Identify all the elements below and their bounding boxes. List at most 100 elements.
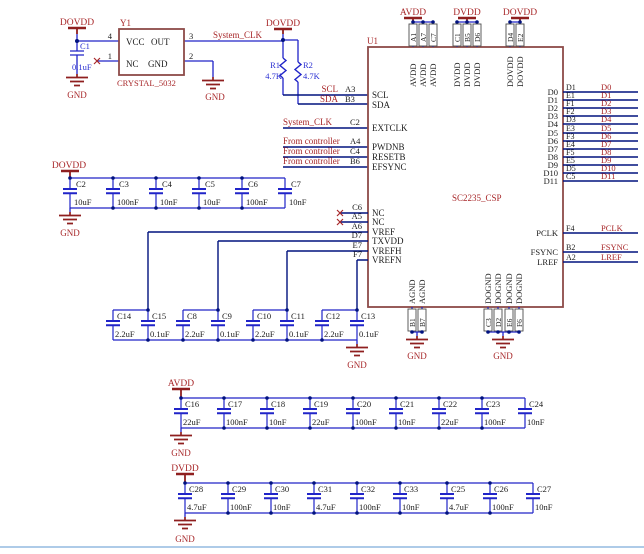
cap-ref: C25 bbox=[451, 484, 465, 494]
pin-number: F6 bbox=[515, 319, 524, 327]
cap-value: 2.2uF bbox=[255, 329, 275, 339]
gnd-symbol bbox=[58, 211, 82, 225]
pin-number: D6 bbox=[473, 33, 482, 42]
gnd-symbol bbox=[491, 335, 515, 349]
cap-ref: C17 bbox=[228, 399, 242, 409]
gnd-symbol bbox=[405, 335, 429, 349]
cap-ref: C6 bbox=[248, 179, 258, 189]
pin-name: D0 bbox=[548, 87, 558, 97]
net-label: D0 bbox=[601, 82, 611, 92]
cap-rails bbox=[70, 177, 285, 209]
pin-name: EXTCLK bbox=[372, 123, 408, 133]
gnd-symbol bbox=[173, 516, 197, 530]
net-label: D1 bbox=[601, 90, 611, 100]
junction-dot bbox=[75, 39, 79, 43]
cap-value: 0.1uF bbox=[72, 62, 92, 72]
pin-name: NC bbox=[372, 208, 385, 218]
bottom-junctions bbox=[410, 330, 521, 334]
cap-value: 22uF bbox=[312, 417, 330, 427]
pin-number: C5 bbox=[566, 172, 575, 181]
cap-ref: C14 bbox=[117, 311, 132, 321]
pin-name: VCC bbox=[126, 37, 145, 47]
chip-section: U1 SC2235_CSP SCL SDA EXTCLK PWDNB RESET… bbox=[147, 8, 638, 361]
cap-ref: C19 bbox=[314, 399, 328, 409]
pin-name: D8 bbox=[548, 152, 558, 162]
power-flag-label: DOVDD bbox=[60, 18, 94, 28]
pin-name: D9 bbox=[548, 160, 558, 170]
cap-value: 10nF bbox=[402, 502, 420, 512]
pin-name: D1 bbox=[548, 95, 558, 105]
pin-number: D5 bbox=[566, 164, 576, 173]
cap-ref: C22 bbox=[443, 399, 457, 409]
pin-number: A1 bbox=[409, 33, 418, 42]
net-label-system-clk: System_CLK bbox=[213, 30, 263, 40]
pin-name: D2 bbox=[548, 103, 558, 113]
net-label-from-controller: From controller bbox=[283, 136, 340, 146]
junction-dots bbox=[183, 481, 492, 515]
power-flag-label: DOVDD bbox=[266, 19, 300, 29]
cap-value: 10nF bbox=[273, 502, 291, 512]
pin-name: NC bbox=[372, 217, 385, 227]
pin-name: PCLK bbox=[536, 228, 559, 238]
pin-number: B1 bbox=[408, 318, 417, 327]
net-label: D10 bbox=[601, 163, 616, 173]
net-label-from-controller: From controller bbox=[283, 146, 340, 156]
pin-name: VREFN bbox=[372, 255, 402, 265]
pin-name: D6 bbox=[548, 136, 558, 146]
net-label: D11 bbox=[601, 171, 615, 181]
pin-name: SCL bbox=[372, 90, 389, 100]
cap-ref: C28 bbox=[189, 484, 203, 494]
pin-name: GND bbox=[148, 59, 168, 69]
pullup-wires bbox=[282, 34, 299, 104]
resistor-ref: R1 bbox=[270, 60, 280, 70]
pin-name: EFSYNC bbox=[372, 162, 407, 172]
cap-value: 100nF bbox=[246, 197, 268, 207]
cap-ref: C31 bbox=[318, 484, 332, 494]
bottom-pin-wires bbox=[411, 307, 520, 336]
net-label: D4 bbox=[601, 114, 612, 124]
dvdd-cap-bank: DVDD C28 4.7uF C29 100nF C30 10nF C31 4.… bbox=[171, 464, 552, 544]
control-inputs-section: System_CLK C2 From controller A4 From co… bbox=[283, 117, 368, 168]
cap-ref: C20 bbox=[357, 399, 371, 409]
gnd-label: GND bbox=[171, 448, 191, 458]
pin-number: A5 bbox=[352, 211, 362, 221]
pin-number: E4 bbox=[566, 140, 575, 149]
pin-number: 2 bbox=[189, 51, 193, 61]
cap-ref: C11 bbox=[291, 311, 305, 321]
pin-number: B3 bbox=[345, 94, 355, 104]
pin-number: A4 bbox=[350, 136, 361, 146]
pin-name: D4 bbox=[548, 119, 559, 129]
pin-name: DOGND bbox=[504, 273, 514, 304]
pin-name: AVDD bbox=[428, 64, 438, 87]
pin-number: D7 bbox=[352, 230, 362, 240]
gnd-symbol bbox=[169, 431, 193, 445]
cap-ref: C33 bbox=[404, 484, 418, 494]
net-label-scl: SCL bbox=[321, 84, 338, 94]
gnd-label: GND bbox=[205, 92, 225, 102]
net-label: D3 bbox=[601, 106, 611, 116]
power-flag-label: DVDD bbox=[453, 8, 481, 18]
cap-value: 0.1uF bbox=[359, 329, 379, 339]
gnd-label: GND bbox=[347, 360, 367, 370]
net-label: D2 bbox=[601, 98, 611, 108]
gnd-label: GND bbox=[67, 90, 87, 100]
pin-name: D10 bbox=[543, 168, 558, 178]
pin-number: F5 bbox=[566, 148, 574, 157]
cap-ref: C21 bbox=[400, 399, 414, 409]
cap-value: 10uF bbox=[203, 197, 221, 207]
cap-value: 4.7uF bbox=[449, 502, 469, 512]
cap-value: 22uF bbox=[441, 417, 459, 427]
cap-ref: C23 bbox=[486, 399, 500, 409]
cap-ref: C30 bbox=[275, 484, 289, 494]
vref-wires bbox=[147, 212, 368, 310]
cap-value: 100nF bbox=[117, 197, 139, 207]
pin-name: RESETB bbox=[372, 152, 406, 162]
data-bus-wires bbox=[563, 91, 638, 263]
cap-ref: C18 bbox=[271, 399, 285, 409]
net-label: D8 bbox=[601, 147, 611, 157]
pin-number: 3 bbox=[189, 31, 193, 41]
cap-value: 100nF bbox=[230, 502, 252, 512]
gnd-label: GND bbox=[175, 534, 195, 544]
